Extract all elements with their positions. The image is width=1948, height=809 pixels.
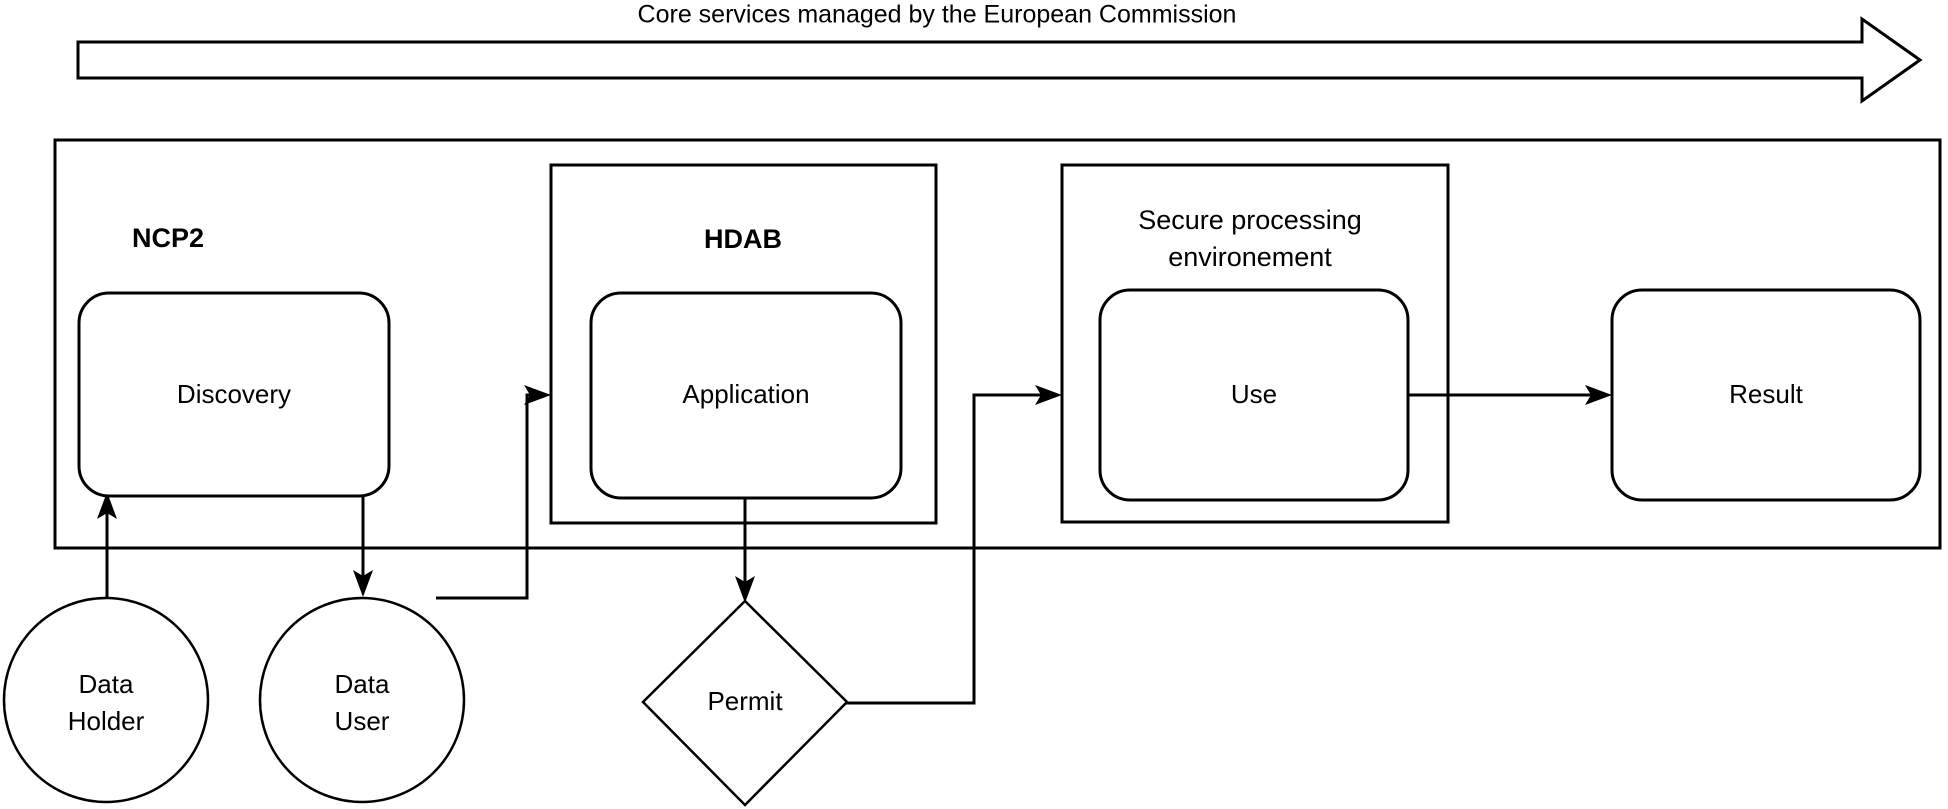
- group-label-spe-line2: environement: [1168, 242, 1332, 272]
- arrowhead-down-permit: [735, 576, 755, 603]
- node-permit[interactable]: Permit: [641, 599, 849, 807]
- group-label-hdab: HDAB: [704, 224, 782, 254]
- use-label: Use: [1231, 379, 1277, 409]
- edge-data-user-to-application: [436, 385, 551, 600]
- edge-data-holder-to-discovery: [97, 492, 117, 598]
- arrowhead-right-result: [1585, 385, 1612, 405]
- application-label: Application: [682, 379, 809, 409]
- discovery-box[interactable]: [77, 291, 391, 498]
- discovery-label: Discovery: [177, 379, 291, 409]
- right-arrow-banner-shape: [76, 16, 1923, 104]
- group-label-ncp2: NCP2: [132, 223, 204, 253]
- node-discovery[interactable]: Discovery: [77, 291, 391, 498]
- arrowhead-down-data-user: [353, 570, 373, 597]
- node-data-user[interactable]: Data User: [258, 596, 466, 804]
- permit-diamond[interactable]: [641, 599, 849, 807]
- use-box[interactable]: [1098, 288, 1410, 502]
- node-result[interactable]: Result: [1610, 288, 1922, 502]
- arrowhead-right-use: [1035, 385, 1062, 405]
- data-holder-label-line1: Data: [79, 669, 134, 699]
- edge-discovery-to-data-user: [353, 496, 373, 597]
- data-holder-circle[interactable]: [2, 596, 210, 804]
- arrowhead-right-application: [524, 385, 551, 405]
- edge-application-to-permit: [735, 498, 755, 603]
- data-user-label-line1: Data: [335, 669, 390, 699]
- data-holder-label-line2: Holder: [68, 706, 145, 736]
- node-application[interactable]: Application: [589, 291, 903, 500]
- data-user-label-line2: User: [335, 706, 390, 736]
- result-box[interactable]: [1610, 288, 1922, 502]
- data-user-circle[interactable]: [258, 596, 466, 804]
- edge-permit-to-use: [845, 385, 1062, 705]
- group-label-spe-line1: Secure processing: [1138, 205, 1362, 235]
- arrowhead-up-discovery: [97, 492, 117, 519]
- permit-label: Permit: [707, 686, 783, 716]
- banner-title: Core services managed by the European Co…: [638, 1, 1237, 29]
- node-data-holder[interactable]: Data Holder: [2, 596, 210, 804]
- node-use[interactable]: Use: [1098, 288, 1410, 502]
- core-services-banner-group: Core services managed by the European Co…: [76, 1, 1923, 104]
- application-box[interactable]: [589, 291, 903, 500]
- result-label: Result: [1729, 379, 1803, 409]
- edge-use-to-result: [1408, 385, 1612, 405]
